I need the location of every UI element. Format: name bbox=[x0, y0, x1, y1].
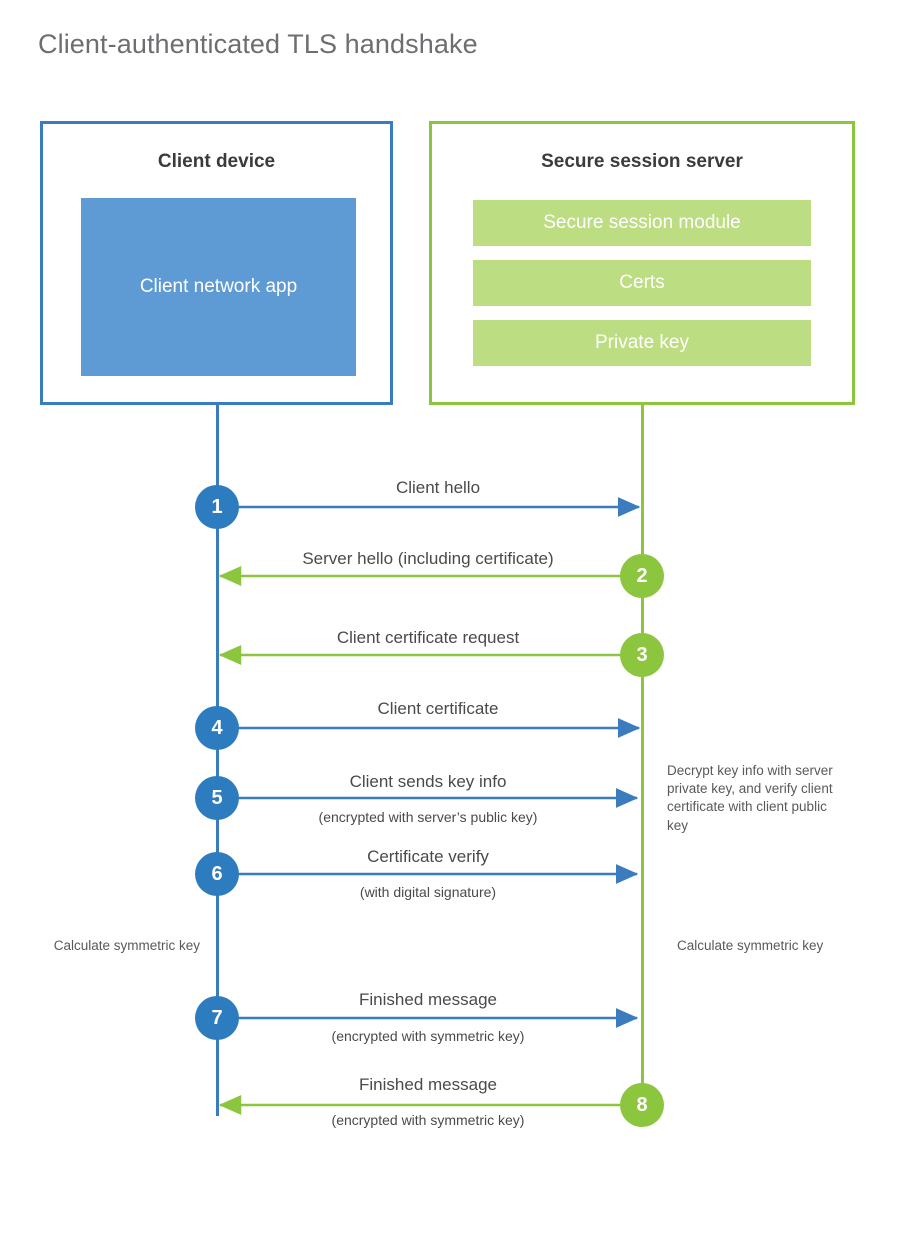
client-device-title: Client device bbox=[157, 151, 276, 172]
server-components-list: Secure session module Certs Private key bbox=[473, 200, 811, 366]
server-component-private-key: Private key bbox=[473, 320, 811, 366]
message-label-7: Finished message bbox=[359, 990, 497, 1009]
step-circle-5[interactable]: 5 bbox=[195, 776, 239, 820]
message-sublabel-7: (encrypted with symmetric key) bbox=[331, 1028, 525, 1044]
step-circle-6[interactable]: 6 bbox=[195, 852, 239, 896]
message-sublabel-5: (encrypted with server’s public key) bbox=[318, 809, 538, 825]
message-label-2: Server hello (including certificate) bbox=[302, 549, 554, 568]
page-title: Client-authenticated TLS handshake bbox=[38, 29, 478, 59]
step-circle-1[interactable]: 1 bbox=[195, 485, 239, 529]
secure-session-server-box: Secure session server Secure session mod… bbox=[429, 121, 855, 405]
step-circle-8[interactable]: 8 bbox=[620, 1083, 664, 1127]
message-label-1: Client hello bbox=[395, 478, 481, 497]
server-lifeline bbox=[641, 404, 644, 1106]
note-client-calculate-symmetric-key: Calculate symmetric key bbox=[53, 938, 200, 953]
server-component-certs: Certs bbox=[473, 260, 811, 306]
note-server-decrypt: Decrypt key info with server private key… bbox=[667, 763, 833, 833]
client-device-box: Client device Client network app bbox=[40, 121, 393, 405]
server-component-secure-session-module: Secure session module bbox=[473, 200, 811, 246]
client-lifeline bbox=[216, 404, 219, 1116]
step-circle-7[interactable]: 7 bbox=[195, 996, 239, 1040]
message-sublabel-8: (encrypted with symmetric key) bbox=[331, 1112, 525, 1128]
step-circle-4[interactable]: 4 bbox=[195, 706, 239, 750]
message-sublabel-6: (with digital signature) bbox=[359, 884, 497, 900]
message-label-3: Client certificate request bbox=[336, 628, 520, 647]
step-circle-3[interactable]: 3 bbox=[620, 633, 664, 677]
message-label-6: Certificate verify bbox=[367, 847, 489, 866]
message-label-8: Finished message bbox=[359, 1075, 497, 1094]
secure-session-server-title: Secure session server bbox=[541, 151, 743, 172]
step-circle-2[interactable]: 2 bbox=[620, 554, 664, 598]
note-server-calculate-symmetric-key: Calculate symmetric key bbox=[677, 938, 824, 953]
message-label-4: Client certificate bbox=[377, 699, 499, 718]
client-network-app-box: Client network app bbox=[81, 198, 356, 376]
message-label-5: Client sends key info bbox=[349, 772, 507, 791]
